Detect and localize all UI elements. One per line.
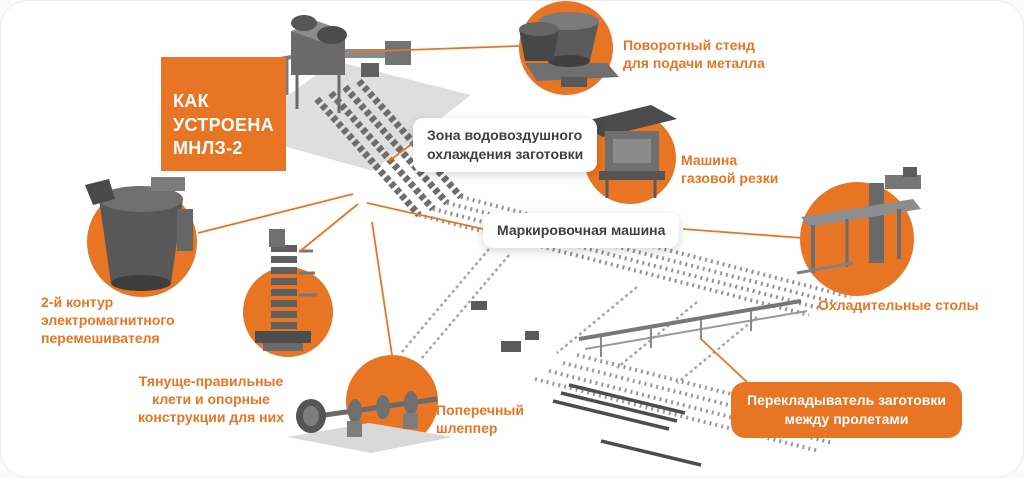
connector-marking bbox=[366, 202, 484, 230]
transfer-bay-roller-lines bbox=[534, 353, 862, 453]
connector-withdrawal bbox=[298, 203, 359, 253]
connector-turret bbox=[349, 45, 520, 53]
gas-cutting-machine-illustration bbox=[577, 105, 677, 198]
strand-lines bbox=[314, 78, 464, 218]
callout-marking-label: Маркировочная машина bbox=[483, 213, 680, 248]
page-title: КАК УСТРОЕНА МНЛЗ-2 bbox=[173, 91, 274, 159]
callout-cooling-zone-label: Зона водовоздушного охлаждения заготовки bbox=[413, 118, 598, 172]
connector-cooling-zone bbox=[388, 142, 414, 162]
ladle-turret-illustration bbox=[519, 12, 619, 87]
ems-ladle-illustration bbox=[85, 177, 193, 291]
connector-shlepper bbox=[371, 221, 393, 356]
callout-transfer-label: Перекладыватель заготовки между пролетам… bbox=[731, 382, 962, 438]
callout-connector-lines bbox=[197, 45, 804, 384]
callout-withdrawal-label: Тянуще-правильные клети и опорные констр… bbox=[137, 373, 285, 426]
callout-shlepper-label: Поперечный шлеппер bbox=[436, 402, 524, 437]
connector-transfer bbox=[700, 338, 749, 384]
scattered-equipment bbox=[471, 301, 539, 352]
shlepper-illustration bbox=[287, 391, 453, 453]
billet-bundles bbox=[552, 383, 702, 467]
walkway-beam bbox=[578, 299, 808, 357]
cross-transfer-lines bbox=[400, 248, 758, 384]
title-block: КАК УСТРОЕНА МНЛЗ-2 bbox=[161, 57, 286, 171]
connector-ems bbox=[197, 193, 354, 234]
callout-ems-label: 2-й контур электромагнитного перемешиват… bbox=[41, 294, 175, 347]
callout-turret-label: Поворотный стенд для подачи металла bbox=[623, 37, 765, 72]
withdrawal-stands-illustration bbox=[255, 229, 317, 351]
cooling-tables-highlight-circle bbox=[800, 182, 914, 296]
callout-gas-cutting-label: Машина газовой резки bbox=[681, 152, 779, 187]
cooling-tables-illustration bbox=[796, 167, 921, 275]
connector-cooling-tables bbox=[682, 228, 804, 239]
callout-cooling-tables-label: Охладительные столы bbox=[818, 297, 979, 313]
